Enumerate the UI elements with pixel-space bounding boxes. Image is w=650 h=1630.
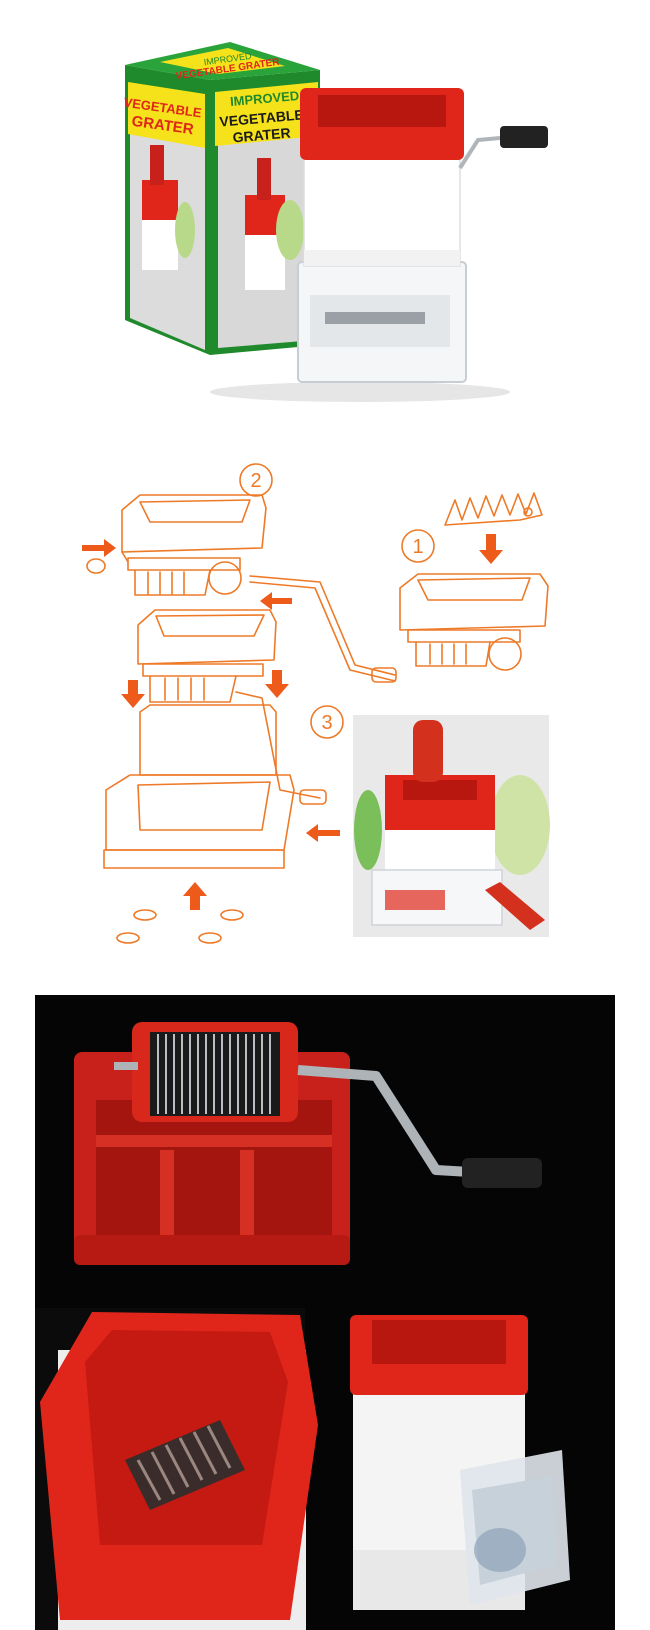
step-2-circle <box>239 463 273 497</box>
step-2-label: 2 <box>250 470 261 492</box>
crank-handle-part <box>249 575 397 683</box>
arrow-up-icon <box>183 882 207 910</box>
assembled-grater-diagram <box>103 609 340 944</box>
hopper-part-step2 <box>121 494 267 596</box>
step-3-label: 3 <box>321 712 332 734</box>
product-with-box-photo: IMPROVED VEGETABLE GRATER VEGETABLE GRAT… <box>0 0 650 430</box>
assembled-grater-photo <box>350 1315 570 1610</box>
usage-photo <box>353 715 550 937</box>
arrow-left-icon <box>260 592 292 610</box>
step-1-label: 1 <box>412 536 423 558</box>
hopper-top-view <box>35 1308 318 1630</box>
packaging-box <box>125 42 320 355</box>
blade-set-part <box>444 492 543 526</box>
red-base-with-drum <box>74 1022 542 1265</box>
box-front-top-text: IMPROVED <box>229 88 299 109</box>
step-3-circle <box>310 705 344 739</box>
box-front-title-line1: VEGETABLE <box>219 106 305 129</box>
step-1-circle <box>401 529 435 563</box>
grater-detail-photos <box>0 990 650 1630</box>
assembly-instructions-diagram: 2 1 <box>0 430 650 990</box>
grater-product <box>297 88 548 383</box>
arrow-right-icon <box>82 539 116 557</box>
arrow-down-icon-left <box>121 680 145 708</box>
arrow-left-icon-2 <box>306 824 340 842</box>
arrow-down-icon-right <box>265 670 289 698</box>
suction-cups <box>116 909 244 944</box>
arrow-down-icon <box>479 534 503 564</box>
hopper-part-step1 <box>399 573 549 671</box>
box-front-title-line2: GRATER <box>232 125 291 146</box>
